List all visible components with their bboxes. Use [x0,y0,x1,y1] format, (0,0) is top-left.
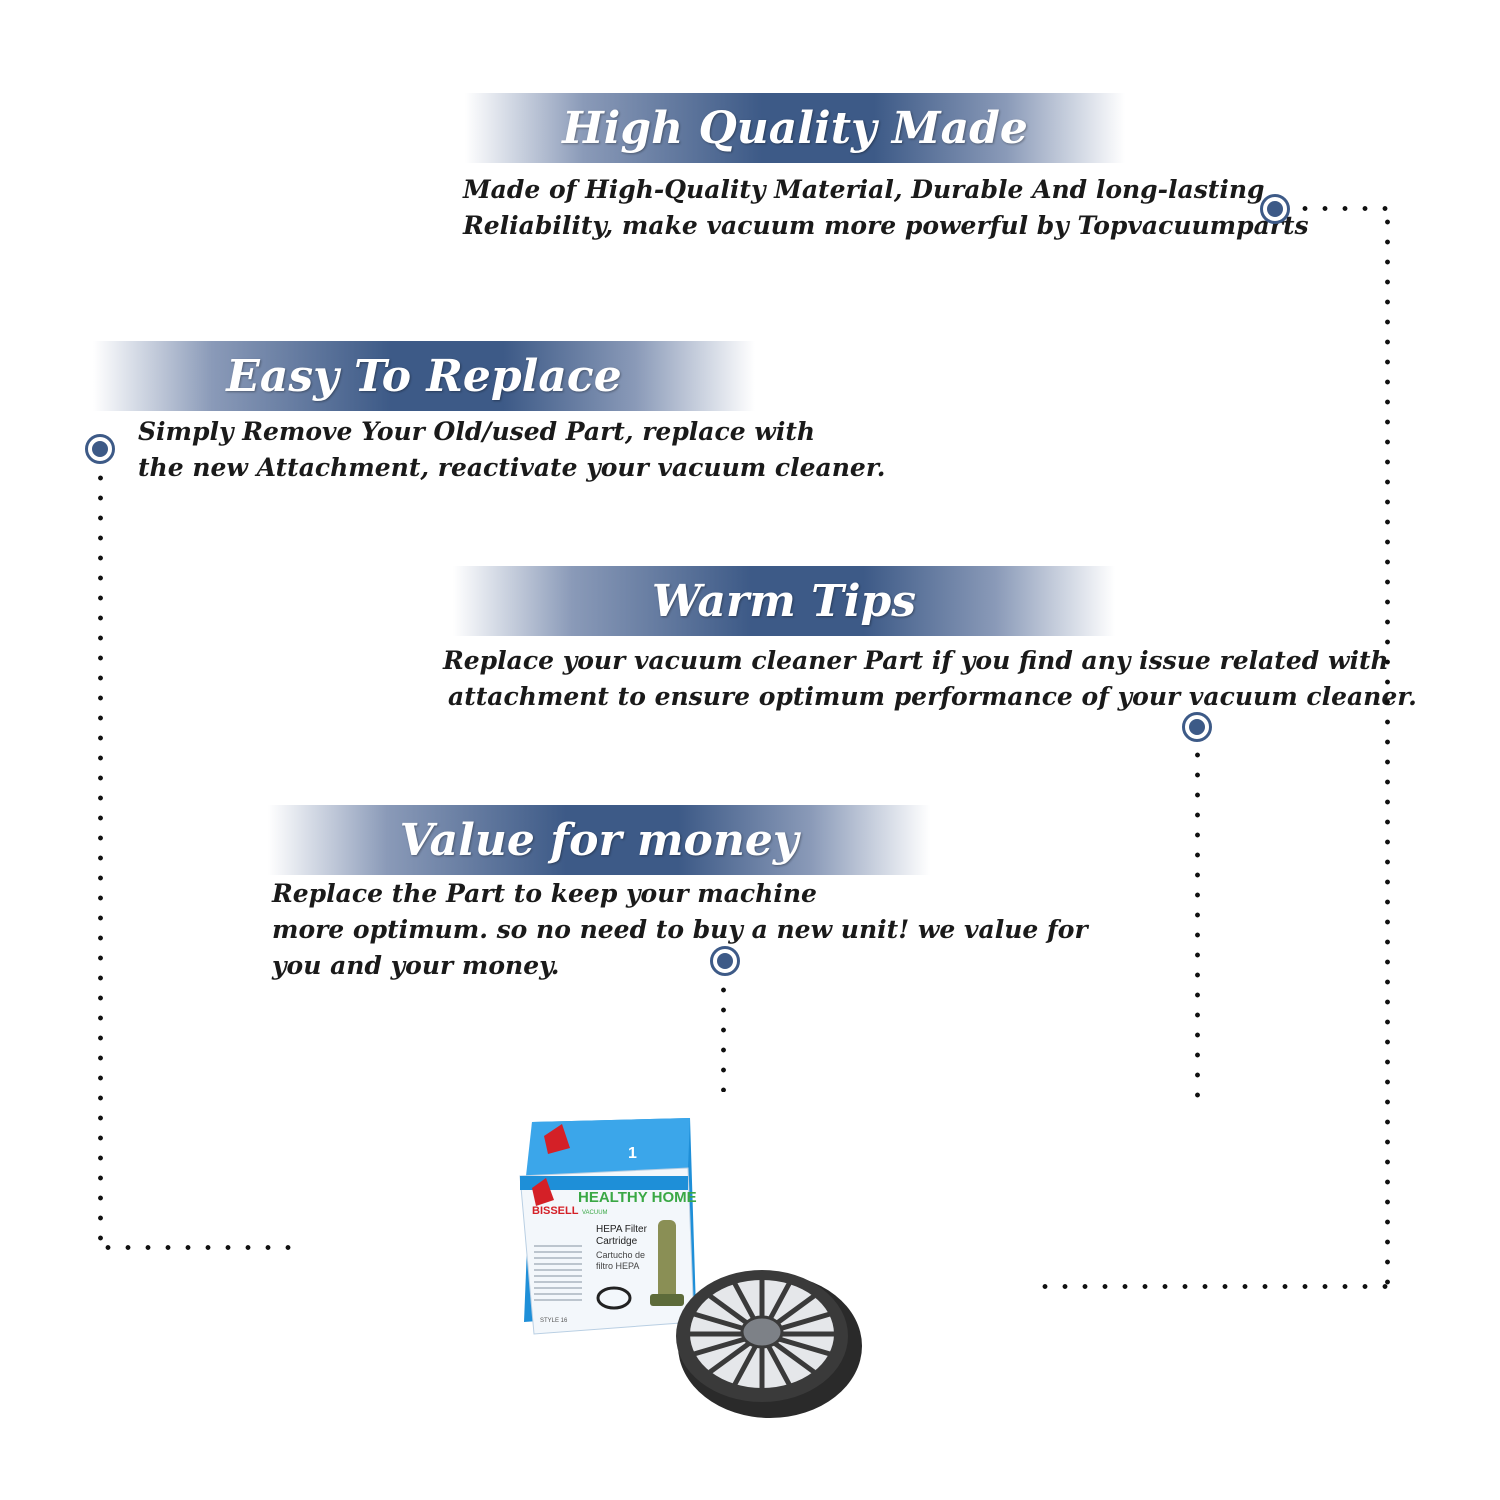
marker-value-money [710,946,740,976]
connector-dots [721,980,726,1092]
vacuum-icon [650,1294,684,1306]
heading-easy-replace: Easy To Replace [226,350,622,402]
product-line: HEALTHY HOME [578,1189,697,1206]
filter-box-lid [526,1118,690,1176]
banner-warm-tips: Warm Tips [453,566,1115,636]
heading-high-quality: High Quality Made [562,102,1028,154]
heading-warm-tips: Warm Tips [651,575,917,627]
desc-warm-tips: Replace your vacuum cleaner Part if you … [443,646,1417,711]
brand-logo-icon [532,1178,554,1206]
vacuum-icon [658,1220,676,1300]
brand-name: BISSELL [532,1205,579,1217]
filter-box-band [520,1176,688,1190]
product-image: BISSELL HEALTHY HOME VACUUM HEPA Filter … [519,1118,862,1418]
connector-dots [98,468,103,1248]
pack-count: 1 [628,1145,637,1162]
marker-high-quality [1260,194,1290,224]
connector-dots [1295,206,1390,211]
filter-small-icon [596,1286,632,1310]
connector-dots [98,1245,298,1250]
style-label: STYLE 16 [540,1318,568,1324]
banner-easy-replace: Easy To Replace [93,341,755,411]
product-name-1: HEPA Filter [596,1224,648,1235]
banner-high-quality: High Quality Made [465,93,1125,163]
product-line-sub: VACUUM [582,1210,608,1216]
marker-easy-replace [85,434,115,464]
banner-value-money: Value for money [268,805,930,875]
hepa-filter [676,1270,862,1418]
desc-value-money: Replace the Part to keep your machine mo… [272,879,1088,980]
desc-easy-replace: Simply Remove Your Old/used Part, replac… [138,417,886,482]
brand-logo-icon [544,1124,570,1154]
connector-dots [1035,1284,1390,1289]
desc-high-quality: Made of High-Quality Material, Durable A… [463,175,1309,240]
fine-print [534,1245,582,1301]
marker-warm-tips [1182,712,1212,742]
heading-value-money: Value for money [399,814,799,866]
product-name-es-2: filtro HEPA [596,1261,639,1271]
connector-dots [1195,745,1200,1107]
product-name-es-1: Cartucho de [596,1250,645,1260]
product-name-2: Cartridge [596,1236,638,1247]
connector-dots [1385,212,1390,1294]
